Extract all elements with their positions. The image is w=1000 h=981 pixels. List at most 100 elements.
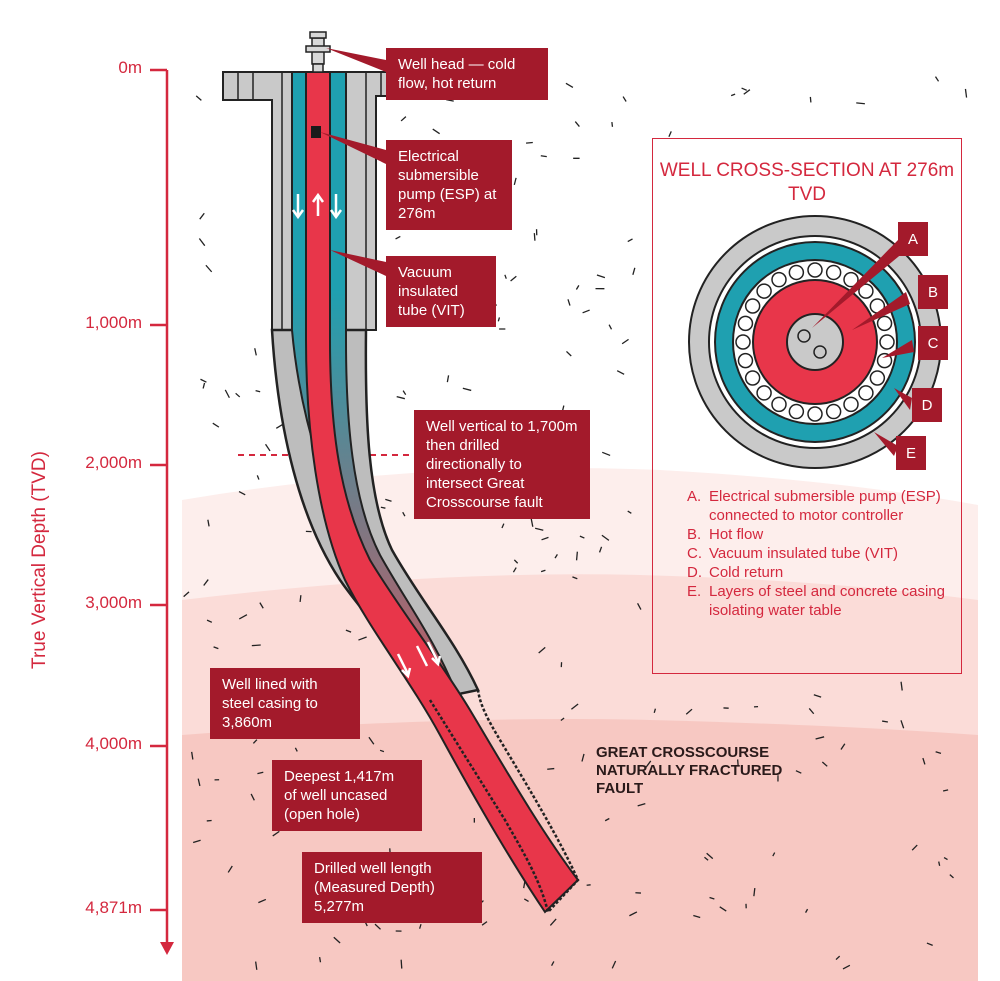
- rock-speck: [882, 720, 888, 723]
- rock-speck: [255, 961, 258, 970]
- stratum-lower: [182, 719, 978, 981]
- rock-speck: [632, 267, 636, 275]
- rock-speck: [203, 579, 209, 586]
- rock-speck: [195, 95, 202, 101]
- rock-speck: [541, 536, 549, 541]
- esp-marker: [311, 126, 321, 138]
- rock-speck: [653, 708, 657, 714]
- rock-speck: [627, 238, 633, 243]
- vit-bead: [788, 403, 805, 420]
- depth-label-4000m: 4,000m: [85, 734, 142, 753]
- rock-speck: [934, 76, 940, 82]
- rock-speck: [611, 960, 617, 969]
- rock-speck: [504, 274, 507, 279]
- rock-speck: [374, 923, 381, 930]
- rock-speck: [645, 760, 652, 768]
- rock-speck: [385, 498, 392, 502]
- rock-speck: [706, 852, 714, 860]
- rock-speck: [575, 551, 578, 561]
- rock-speck: [562, 405, 565, 411]
- rock-speck: [704, 856, 709, 861]
- rock-speck: [808, 708, 815, 715]
- rock-speck: [709, 896, 715, 900]
- esp-core: [786, 313, 844, 371]
- rock-speck: [815, 736, 825, 740]
- rock-speck: [191, 751, 194, 760]
- rock-speck: [380, 506, 386, 509]
- rock-speck: [534, 527, 544, 531]
- callout-casing: Well lined with steel casing to 3,860m: [210, 668, 360, 739]
- rock-speck: [501, 523, 505, 529]
- rock-speck: [949, 874, 954, 879]
- tag-d: D: [912, 388, 942, 422]
- well-bore: [222, 31, 580, 915]
- rock-speck: [627, 510, 632, 514]
- casing-lines: [237, 72, 382, 330]
- rock-speck: [523, 881, 526, 889]
- rock-speck: [497, 317, 501, 322]
- rock-speck: [533, 233, 536, 241]
- vit-bead: [744, 298, 761, 314]
- rock-speck: [345, 629, 352, 633]
- vit-bead: [843, 271, 859, 288]
- vit-bead: [876, 315, 893, 332]
- vit-bead: [807, 406, 823, 422]
- rock-speck: [809, 96, 812, 103]
- rock-speck: [238, 614, 248, 620]
- rock-speck: [685, 708, 693, 715]
- rock-speck: [575, 285, 580, 290]
- rock-speck: [572, 576, 578, 580]
- vit-bead: [876, 352, 893, 369]
- vit-bead: [756, 385, 772, 401]
- rock-speck: [598, 546, 603, 553]
- rock-speck: [540, 569, 546, 573]
- vit-bead: [879, 334, 895, 350]
- rock-speck: [943, 856, 948, 861]
- rock-speck: [629, 911, 638, 917]
- axis-arrow: [160, 942, 174, 955]
- rock-speck: [730, 93, 736, 97]
- rock-speck: [206, 619, 213, 623]
- rock-speck: [419, 924, 422, 929]
- rock-speck: [821, 761, 828, 767]
- rock-speck: [900, 720, 905, 729]
- rock-speck: [964, 88, 968, 98]
- axis-title: True Vertical Depth (TVD): [29, 451, 50, 669]
- depth-label-3000m: 3,000m: [85, 593, 142, 612]
- rock-speck: [938, 861, 941, 866]
- rock-speck: [753, 887, 756, 897]
- tag-pointers: [812, 240, 914, 456]
- rock-speck: [255, 389, 261, 393]
- rock-speck: [772, 852, 776, 857]
- rock-speck: [272, 830, 280, 837]
- rock-speck: [616, 370, 625, 375]
- rock-speck: [935, 751, 942, 755]
- vit-bead: [737, 315, 754, 332]
- rock-speck: [510, 275, 517, 282]
- depth-axis: [150, 68, 174, 955]
- rock-speck: [560, 717, 565, 722]
- rock-speck: [200, 378, 207, 383]
- rock-speck: [250, 793, 255, 801]
- rock-speck: [333, 936, 341, 944]
- rock-speck: [402, 511, 406, 517]
- rock-speck: [400, 959, 403, 969]
- rock-speck: [840, 743, 846, 750]
- rock-speck: [856, 102, 865, 105]
- vit-beads: [735, 262, 895, 422]
- rock-speck: [579, 535, 585, 539]
- rock-speck: [446, 375, 450, 383]
- rock-speck: [900, 681, 903, 691]
- rock-speck: [835, 955, 841, 961]
- rock-speck: [358, 636, 367, 641]
- rock-speck: [368, 736, 375, 745]
- vit-bead: [771, 271, 787, 288]
- rock-speck: [400, 116, 407, 122]
- rock-speck: [481, 921, 488, 926]
- callout-vit: Vacuum insulated tube (VIT): [386, 256, 496, 327]
- rock-speck: [207, 519, 210, 527]
- rock-speck: [212, 422, 220, 428]
- rock-speck: [183, 591, 190, 598]
- rock-speck: [251, 644, 261, 647]
- rock-speck: [604, 817, 610, 822]
